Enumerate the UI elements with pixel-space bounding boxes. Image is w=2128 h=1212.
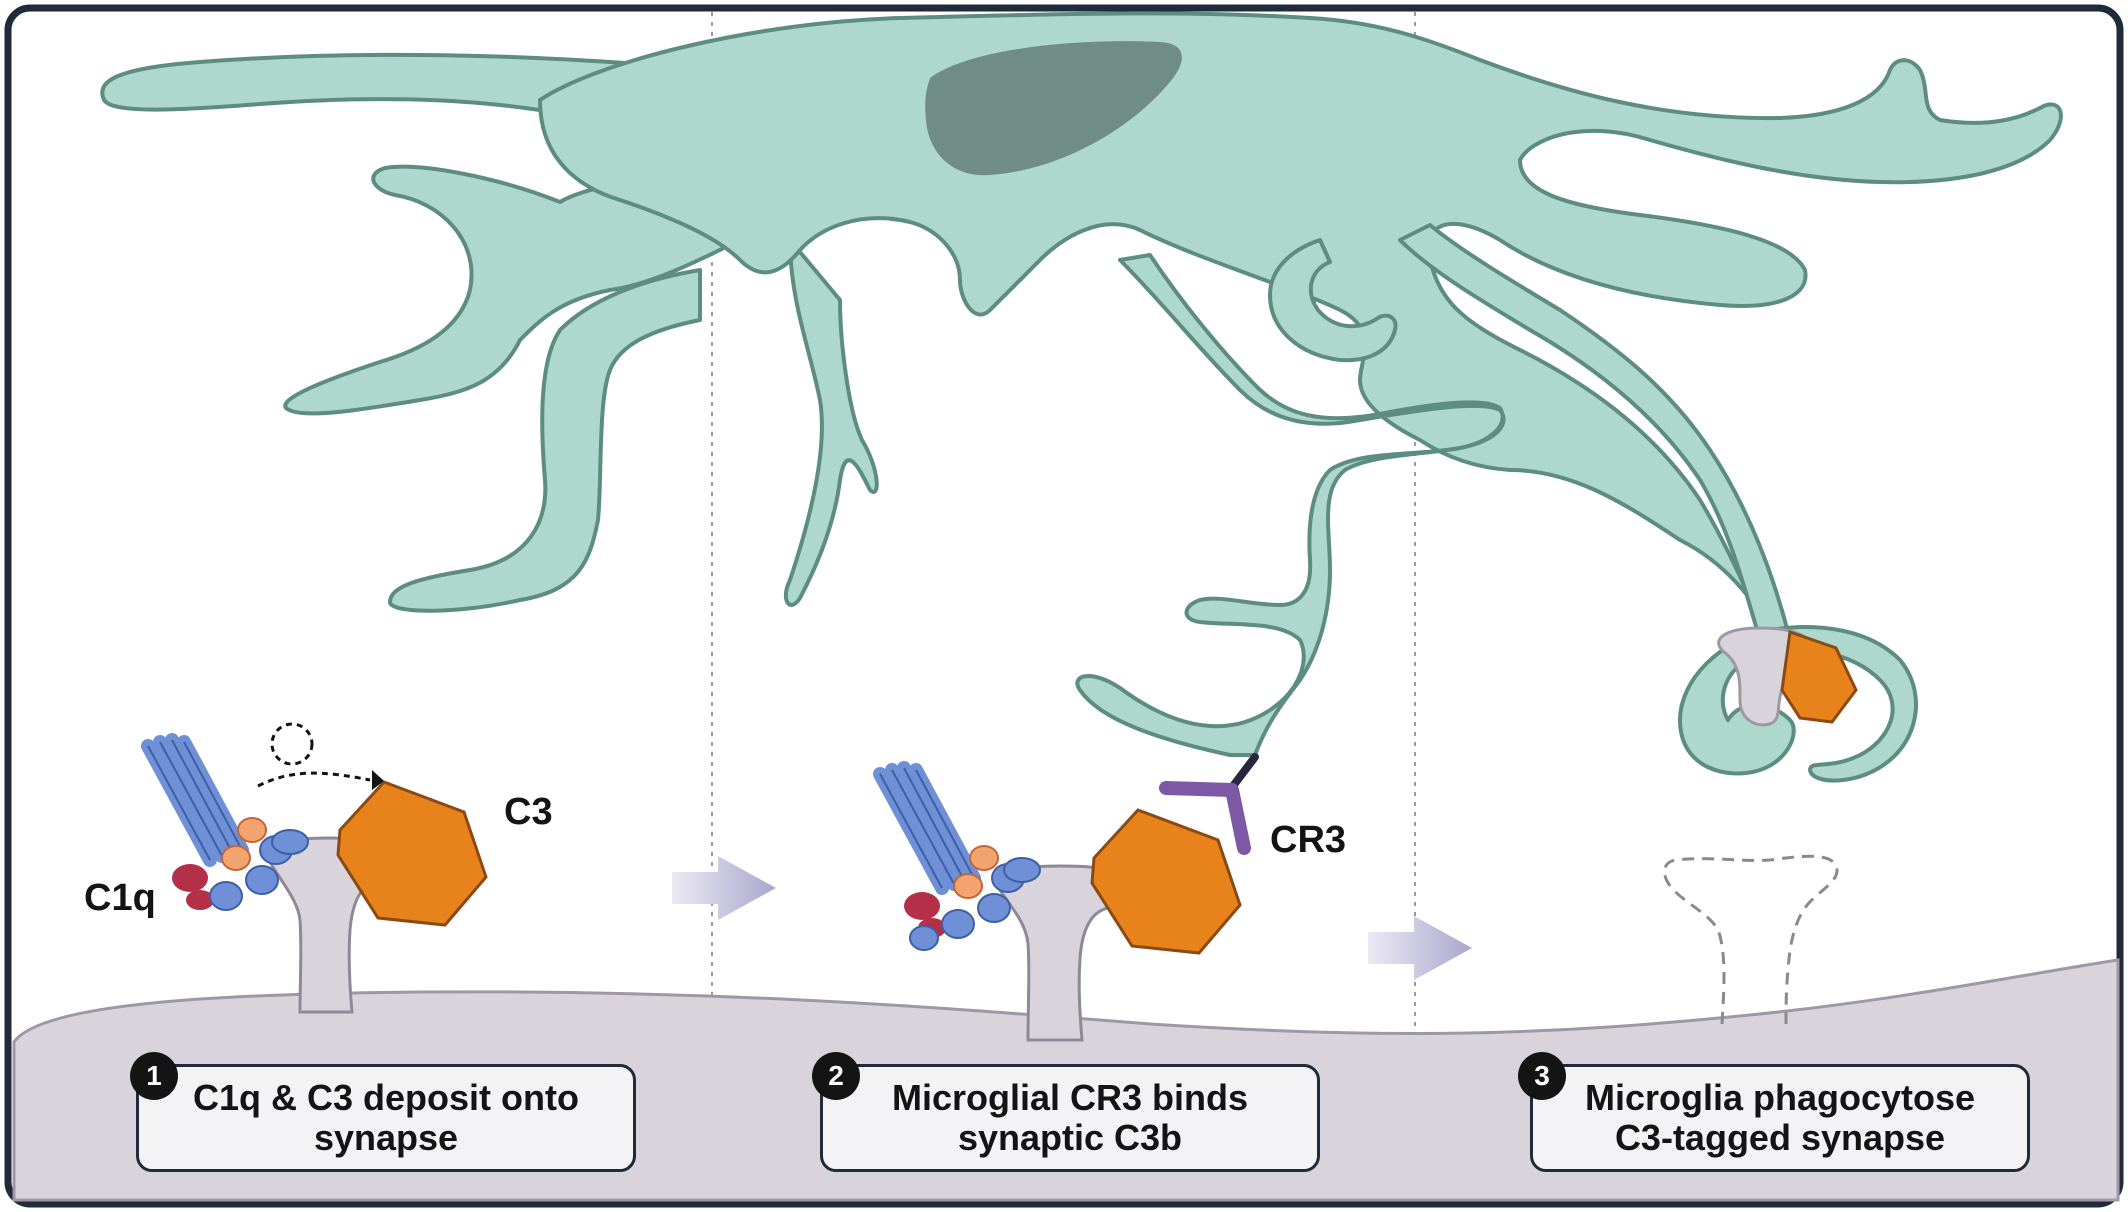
cr3-label: CR3 <box>1270 819 1346 861</box>
diffusion-arrow <box>257 722 371 788</box>
eliminated-synapse-outline <box>1663 854 1839 1025</box>
c1q-complex-2 <box>873 761 1041 951</box>
step-2-line-2: synaptic C3b <box>957 1117 1183 1158</box>
step-1-line-2: synapse <box>313 1117 459 1158</box>
step-3-line-2: C3-tagged synapse <box>1614 1117 1946 1158</box>
c1q-complex-1 <box>141 733 309 911</box>
c3-label: C3 <box>504 791 553 833</box>
c3-protein-1 <box>336 780 488 927</box>
step-arrow-2 <box>1368 916 1472 980</box>
step-1-badge: 1 <box>130 1052 178 1100</box>
microglia-nucleus <box>925 41 1182 176</box>
step-arrow-1 <box>672 856 776 920</box>
step-3-badge: 3 <box>1518 1052 1566 1100</box>
c1q-label: C1q <box>84 877 156 919</box>
step-3-line-1: Microglia phagocytose <box>1584 1077 1976 1118</box>
cr3-receptor <box>1159 753 1259 855</box>
c3b-protein-2 <box>1090 808 1242 955</box>
step-2-badge: 2 <box>812 1052 860 1100</box>
step-1-line-1: C1q & C3 deposit onto <box>193 1077 579 1118</box>
engulfed-c3 <box>1780 629 1858 724</box>
diffusion-arrow-head <box>372 770 384 790</box>
step-2-line-1: Microglial CR3 binds <box>891 1077 1249 1118</box>
